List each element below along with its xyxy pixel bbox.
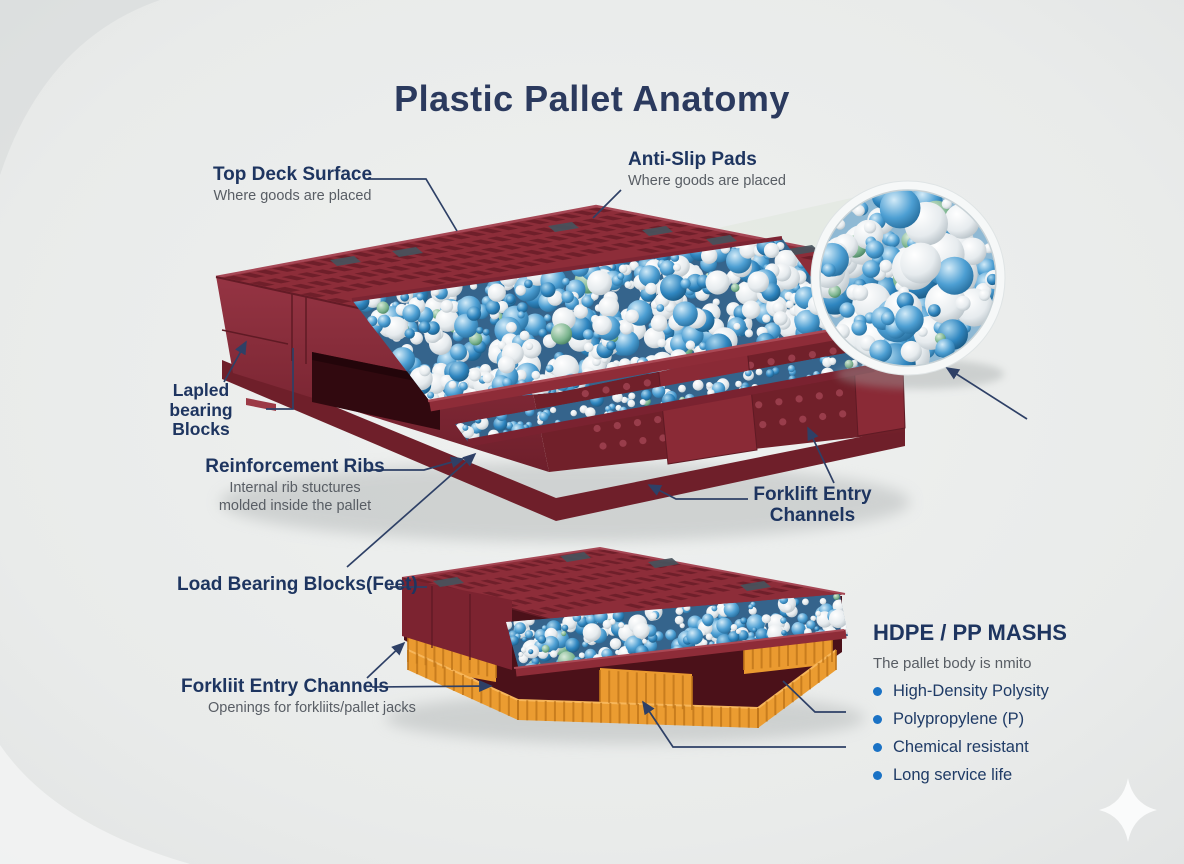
pellet-fill-mini	[506, 594, 848, 674]
leader-material-b	[642, 700, 846, 748]
callout-anti-slip-description: Where goods are placed	[628, 173, 786, 190]
material-panel-subheading: The pallet body is nmito	[873, 655, 1032, 672]
callout-anti-slip: Anti-Slip Pads Where goods are placed	[628, 149, 786, 191]
leader-material-a	[782, 680, 846, 713]
main-pallet-illustration	[215, 204, 906, 521]
material-bullet-text: High-Density Polysity	[893, 682, 1049, 700]
mini-pallet-illustration	[401, 546, 848, 728]
material-bullet: Chemical resistant	[873, 738, 1153, 757]
leader-bearing-blocks-a	[223, 340, 247, 383]
bullet-dot-icon	[873, 743, 882, 752]
bullet-dot-icon	[873, 687, 882, 696]
leader-bearing-blocks-b	[266, 348, 294, 410]
material-bullet: High-Density Polysity	[873, 682, 1153, 701]
callout-reinforcement-description-1: Internal rib stuctures	[229, 480, 361, 497]
material-bullet-text: Long service life	[893, 766, 1013, 784]
callout-reinforcement: Reinforcement Ribs Internal rib stucture…	[205, 456, 385, 516]
material-bullet-text: Polypropylene (P)	[893, 710, 1025, 728]
leader-anti-slip	[592, 189, 622, 219]
corner-shade-bottom-left	[0, 745, 190, 864]
leader-inset	[945, 367, 1028, 420]
callout-bearing-blocks: Lapled bearing Blocks	[146, 380, 256, 440]
material-bullet: Long service life	[873, 766, 1153, 785]
leader-reinforcement	[366, 456, 465, 471]
leader-forklift-right-a	[647, 484, 748, 500]
callout-top-deck-label: Top Deck Surface	[212, 164, 373, 185]
callout-anti-slip-label: Anti-Slip Pads	[628, 149, 757, 170]
callout-reinforcement-label: Reinforcement Ribs	[205, 456, 385, 477]
leader-lines	[223, 178, 1028, 748]
material-bullet-text: Chemical resistant	[893, 738, 1029, 756]
callout-top-deck-description: Where goods are placed	[213, 188, 372, 205]
sparkle-icon	[1099, 778, 1157, 842]
pellet-detail-inset	[810, 180, 1006, 389]
leader-forklift-left-b	[366, 641, 406, 679]
material-panel-bullets: High-Density Polysity Polypropylene (P) …	[873, 682, 1153, 785]
pellet-fill-cutaway	[352, 238, 852, 404]
callout-forklift-right: Forklift Entry Channels	[745, 484, 880, 527]
material-panel-heading: HDPE / PP MASHS	[873, 620, 1067, 645]
material-bullet: Polypropylene (P)	[873, 710, 1153, 729]
callout-reinforcement-description-2: molded inside the pallet	[218, 497, 372, 514]
callout-bearing-blocks-label-1: Lapled	[172, 380, 230, 400]
callout-top-deck: Top Deck Surface Where goods are placed	[205, 164, 380, 206]
bullet-dot-icon	[873, 715, 882, 724]
callout-load-bearing-label: Load Bearing Blocks(Feet)	[177, 574, 418, 595]
callout-forklift-right-label-2: Channels	[769, 505, 856, 527]
leader-load-bearing-a	[346, 452, 477, 568]
leader-forklift-right-b	[807, 426, 835, 484]
material-panel: HDPE / PP MASHS The pallet body is nmito…	[873, 620, 1153, 785]
callout-bearing-blocks-label-2: bearing Blocks	[169, 399, 233, 440]
page-title: Plastic Pallet Anatomy	[394, 78, 790, 119]
mini-pallet-orange-base	[407, 630, 837, 728]
callout-forklift-left: Forkliit Entry Channels Openings for for…	[181, 676, 421, 718]
leader-top-deck	[368, 178, 458, 232]
corner-shade-top-left	[0, 0, 160, 175]
leader-forklift-left-a	[371, 680, 493, 693]
callout-forklift-right-label-1: Forklift Entry	[753, 484, 872, 505]
callout-forklift-left-description: Openings for forkliits/pallet jacks	[208, 700, 416, 717]
bullet-dot-icon	[873, 771, 882, 780]
callout-forklift-left-label: Forkliit Entry Channels	[181, 676, 389, 697]
